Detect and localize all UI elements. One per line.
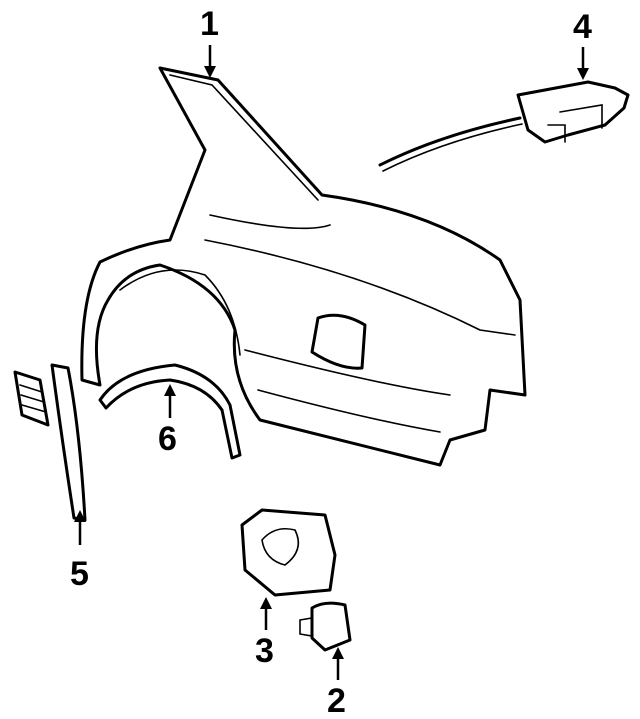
callout-2: 2: [327, 682, 346, 719]
callout-4: 4: [573, 8, 592, 46]
part-1-quarter-panel[interactable]: [80, 66, 527, 467]
part-5-side-garnish[interactable]: [13, 363, 87, 522]
part-3-filler-housing[interactable]: [240, 508, 337, 597]
leader-lines: [74, 45, 589, 680]
callout-5: 5: [70, 555, 89, 593]
part-2-fuel-door[interactable]: [299, 601, 352, 652]
part-4-fuel-door-release[interactable]: [378, 80, 630, 172]
part-6-wheel-molding[interactable]: [98, 363, 242, 460]
callout-6: 6: [158, 420, 177, 458]
callout-3: 3: [255, 632, 274, 670]
callout-1: 1: [200, 5, 219, 43]
